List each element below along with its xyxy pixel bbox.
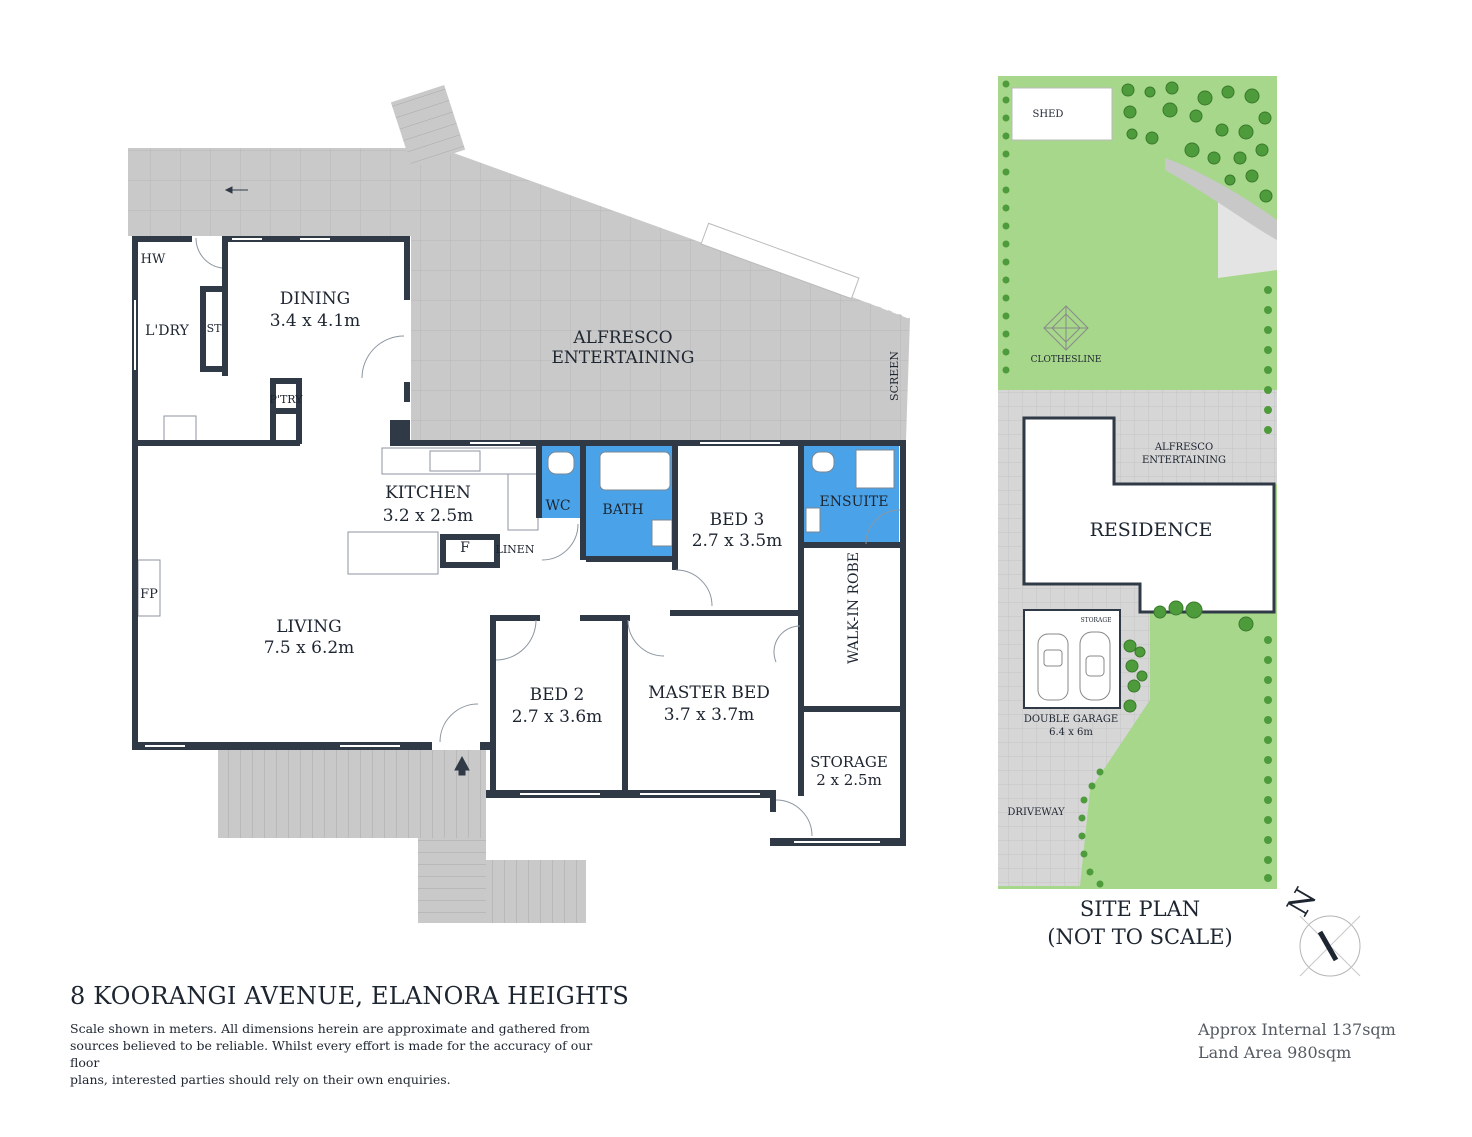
room-size-living: 7.5 x 6.2m: [264, 638, 355, 658]
room-name-living: LIVING: [276, 617, 341, 637]
room-name-bed2: BED 2: [530, 685, 585, 705]
site-hedge: [1002, 80, 1272, 888]
clothesline-icon: [1043, 305, 1089, 351]
internal-area: Approx Internal 137sqm: [1198, 1020, 1396, 1039]
room-name-kitchen: KITCHEN: [385, 483, 471, 503]
room-name-walk-in-robe: WALK-IN ROBE: [846, 552, 862, 664]
room-name-store: ST: [207, 322, 223, 335]
room-size-storage: 2 x 2.5m: [816, 771, 882, 789]
room-name-master-bed: MASTER BED: [648, 683, 770, 703]
room-name-ensuite: ENSUITE: [820, 494, 889, 510]
site-label-storage: STORAGE: [1080, 617, 1111, 624]
room-name-laundry: L'DRY: [145, 323, 189, 339]
room-name-wc: WC: [545, 498, 570, 514]
rear-steps: [390, 85, 466, 167]
site-plan: SHED CLOTHESLINE ALFRESCO ENTERTAINING R…: [998, 76, 1277, 889]
doors: [195, 237, 901, 837]
site-paving: [998, 390, 1277, 886]
front-steps: [218, 750, 586, 923]
room-name-alfresco-line2: ENTERTAINING: [552, 348, 695, 368]
room-name-dining: DINING: [280, 289, 350, 309]
room-size-dining: 3.4 x 4.1m: [270, 311, 361, 331]
site-plan-subtitle: (NOT TO SCALE): [1047, 925, 1232, 949]
site-shed: [1011, 87, 1113, 141]
site-residence: [1022, 416, 1276, 614]
room-size-bed3: 2.7 x 3.5m: [692, 531, 783, 551]
room-name-storage: STORAGE: [810, 753, 888, 771]
direction-arrows: [224, 186, 470, 776]
site-label-garage: DOUBLE GARAGE: [1024, 714, 1118, 725]
room-name-pantry: P'TRY: [270, 393, 304, 406]
alfresco-area: [411, 137, 911, 440]
site-label-alfresco-line2: ENTERTAINING: [1142, 455, 1226, 466]
room-name-bath: BATH: [602, 502, 643, 518]
kitchen-fixtures: [137, 415, 539, 617]
wet-areas: [540, 446, 899, 559]
room-size-master-bed: 3.7 x 3.7m: [664, 705, 755, 725]
site-plan-title: SITE PLAN: [1080, 897, 1200, 921]
site-label-clothesline: CLOTHESLINE: [1031, 355, 1102, 365]
compass-north-label: N: [1281, 882, 1324, 922]
rear-deck: [128, 148, 411, 236]
disclaimer-line-3: plans, interested parties should rely on…: [70, 1072, 451, 1087]
room-name-bed3: BED 3: [710, 510, 765, 530]
room-size-bed2: 2.7 x 3.6m: [512, 707, 603, 727]
screen-label: SCREEN: [888, 351, 901, 401]
house-floor: [134, 238, 906, 845]
disclaimer-line-2: sources believed to be reliable. Whilst …: [70, 1038, 593, 1070]
room-name-alfresco-line1: ALFRESCO: [572, 328, 672, 348]
fireplace-label: FP: [140, 587, 158, 602]
room-name-hot-water: HW: [141, 252, 166, 267]
floorplan-labels: DINING 3.4 x 4.1m L'DRY HW ST P'TRY ALFR…: [140, 252, 901, 789]
fridge-label: F: [460, 540, 470, 556]
room-size-kitchen: 3.2 x 2.5m: [383, 506, 474, 526]
disclaimer-line-1: Scale shown in meters. All dimensions he…: [70, 1021, 590, 1036]
property-address: 8 KOORANGI AVENUE, ELANORA HEIGHTS: [70, 982, 629, 1010]
site-trees: [1121, 81, 1273, 713]
site-label-residence: RESIDENCE: [1090, 519, 1213, 541]
windows: [134, 238, 880, 843]
room-name-linen: LINEN: [496, 543, 535, 556]
land-area: Land Area 980sqm: [1198, 1043, 1352, 1062]
site-label-garage-size: 6.4 x 6m: [1049, 727, 1093, 738]
site-label-shed: SHED: [1033, 109, 1064, 120]
disclaimer: Scale shown in meters. All dimensions he…: [70, 1020, 610, 1088]
compass-icon: N: [1281, 882, 1361, 977]
site-label-driveway: DRIVEWAY: [1007, 807, 1065, 818]
site-label-alfresco-line1: ALFRESCO: [1154, 442, 1213, 453]
area-summary: Approx Internal 137sqm Land Area 980sqm: [1198, 1018, 1396, 1064]
